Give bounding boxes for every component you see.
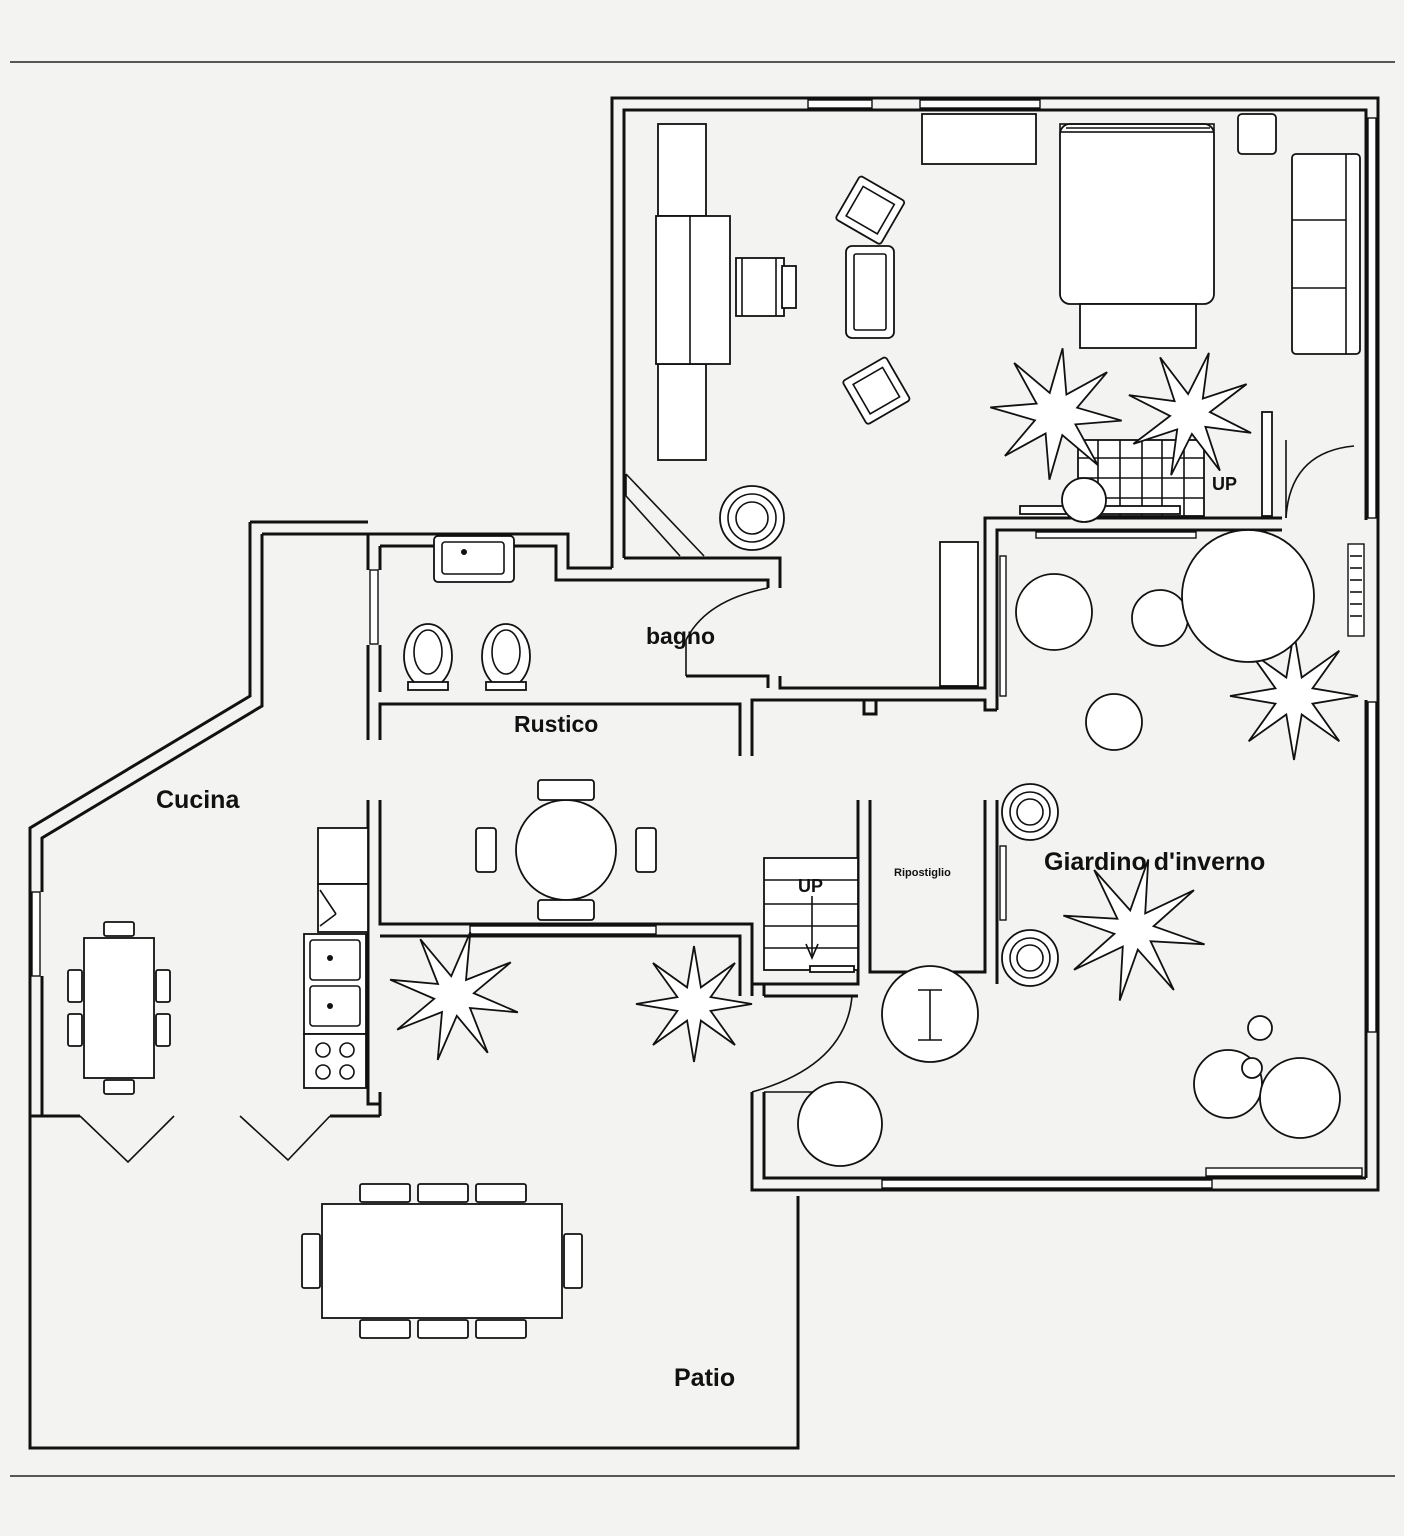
radiator — [1350, 555, 1362, 617]
bed — [1059, 123, 1215, 349]
round-dining-table — [475, 779, 657, 921]
star-plant — [990, 348, 1122, 480]
patio-table — [301, 1183, 583, 1339]
star-plant — [1063, 859, 1205, 1001]
walls — [28, 96, 1380, 1450]
armchair-bottom — [842, 356, 911, 425]
stove — [303, 1033, 367, 1089]
room-label-ripostiglio: Ripostiglio — [894, 867, 951, 879]
star-plants — [389, 348, 1359, 1063]
star-plant — [1128, 352, 1252, 476]
desk — [655, 215, 731, 365]
office-chair — [735, 257, 797, 317]
dresser — [921, 113, 1037, 165]
nightstand — [1237, 113, 1277, 155]
stair-label-lower: UP — [798, 876, 823, 896]
round-pots — [1001, 783, 1059, 987]
coffee-table — [845, 245, 895, 339]
cabinet — [939, 541, 979, 687]
toilet — [403, 623, 453, 691]
bookshelf — [657, 123, 707, 461]
armchair-top — [835, 175, 906, 245]
star-plant — [1229, 631, 1359, 761]
round-plants — [797, 477, 1341, 1167]
kitchen-counter — [317, 827, 369, 933]
room-label-patio: Patio — [674, 1364, 735, 1392]
star-plant — [635, 945, 753, 1063]
star-plant — [389, 931, 519, 1061]
room-label-giardino: Giardino d'inverno — [1044, 848, 1265, 876]
kitchen-table — [67, 921, 171, 1095]
bidet — [481, 623, 531, 691]
lower-staircase — [763, 857, 859, 973]
room-label-bagno: bagno — [646, 623, 715, 649]
stair-label-upper: UP — [1212, 474, 1237, 494]
sink — [433, 535, 515, 583]
room-label-cucina: Cucina — [156, 786, 240, 814]
corner-shelf — [625, 473, 705, 557]
round-pot-upper — [719, 485, 785, 551]
sofa — [1291, 153, 1361, 355]
room-label-rustico: Rustico — [514, 711, 598, 737]
windows — [31, 99, 1377, 1189]
round-planter — [881, 965, 979, 1063]
kitchen-sink — [303, 933, 367, 1035]
doors — [79, 440, 1355, 1164]
